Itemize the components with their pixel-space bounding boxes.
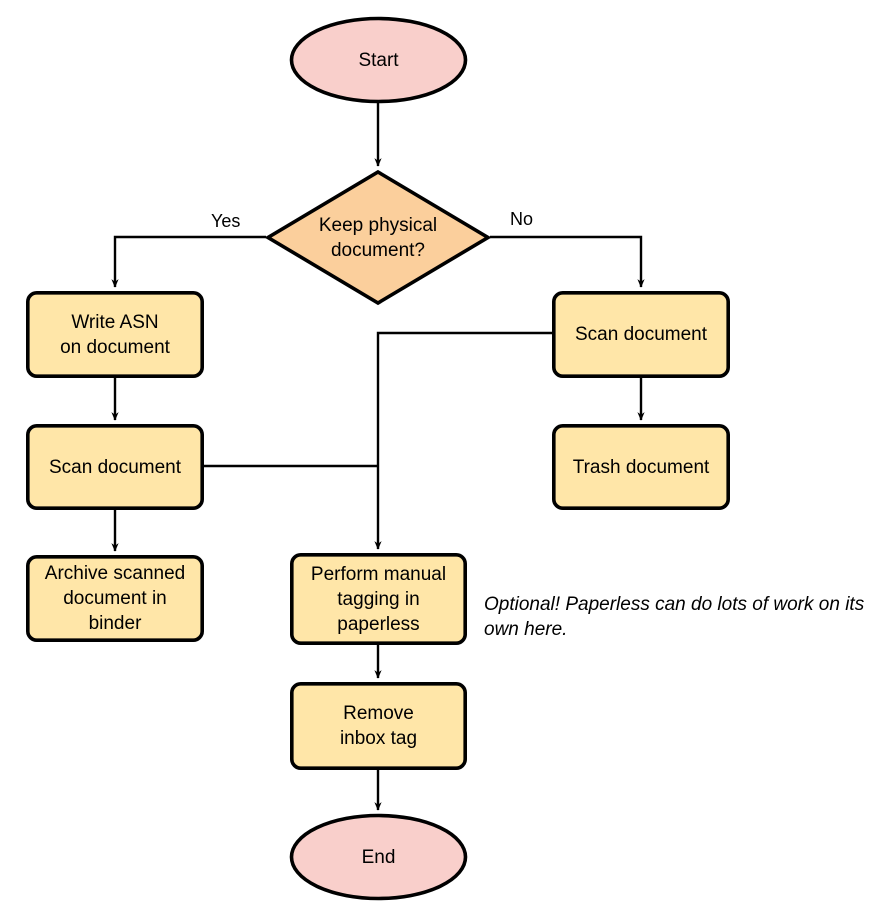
- edge-label-yes: Yes: [211, 211, 241, 231]
- node-trash-document[interactable]: [551, 423, 730, 510]
- node-scan-document-right[interactable]: [551, 290, 730, 378]
- edge-layer: [111, 103, 645, 811]
- node-remove-inbox-tag[interactable]: [289, 681, 467, 770]
- edge-decision-yes: [111, 235, 266, 288]
- node-keep-physical-document[interactable]: [264, 169, 492, 306]
- node-write-asn[interactable]: [25, 290, 204, 378]
- node-scan-document-left[interactable]: [25, 423, 204, 510]
- node-start[interactable]: [289, 16, 468, 104]
- node-perform-manual-tagging[interactable]: [289, 552, 467, 645]
- optional-note: Optional! Paperless can do lots of work …: [484, 594, 865, 640]
- edge-label-no: No: [510, 209, 534, 229]
- node-end[interactable]: [289, 813, 468, 901]
- edge-scan-right-to-tagging: [374, 331, 552, 550]
- node-archive-scanned-document[interactable]: [25, 554, 204, 642]
- node-layer: [25, 16, 730, 901]
- edge-decision-no: [490, 235, 645, 288]
